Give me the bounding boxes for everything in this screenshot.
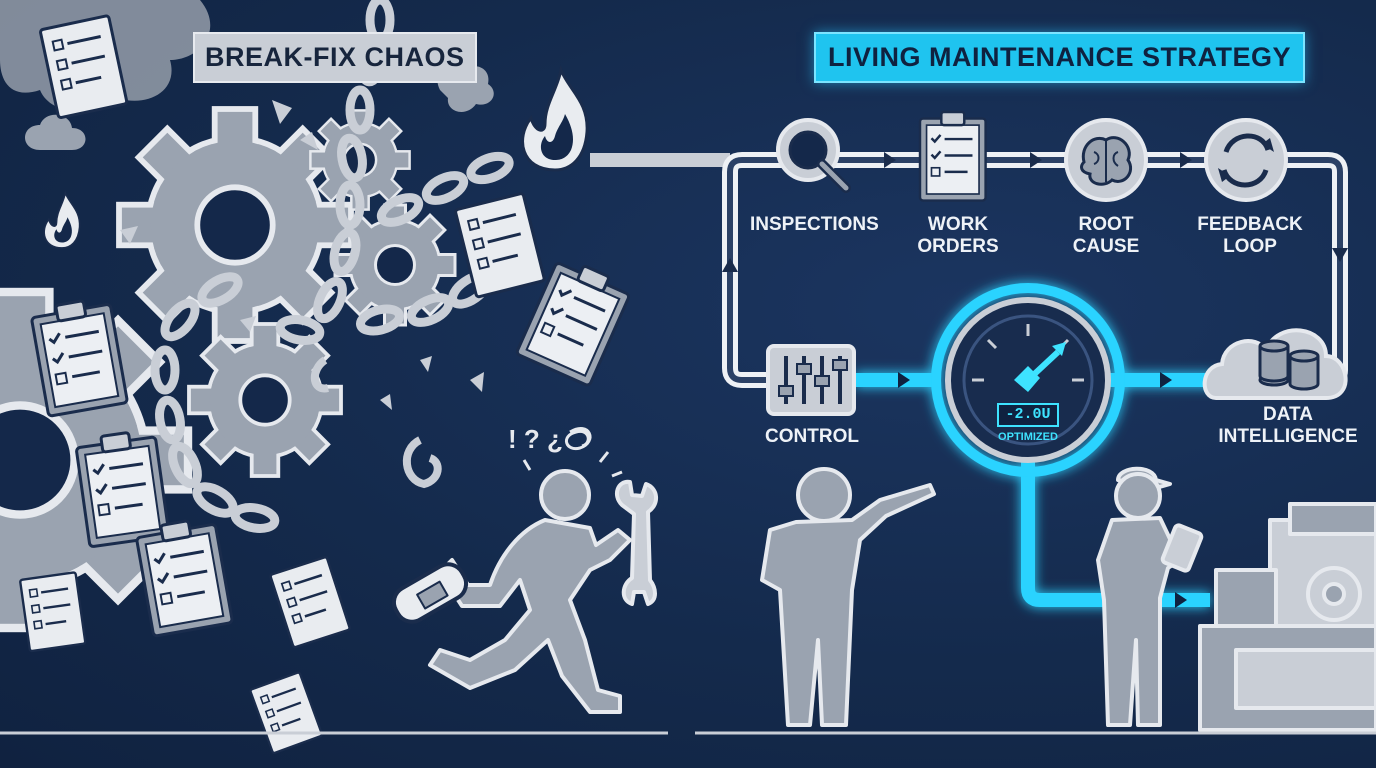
machine-icon bbox=[1198, 502, 1376, 732]
gauge-readout: -2.0U bbox=[1005, 406, 1051, 423]
flame-icon bbox=[43, 192, 81, 249]
step-label-inspections: INSPECTIONS bbox=[750, 214, 879, 235]
sliders-icon bbox=[766, 344, 856, 416]
cloud-database-icon bbox=[1202, 328, 1348, 400]
step-label-feedback-loop: FEEDBACK LOOP bbox=[1197, 214, 1303, 257]
chain bbox=[150, 0, 514, 533]
step-label-root-cause: ROOT CAUSE bbox=[1072, 214, 1140, 257]
cycle-icon bbox=[1204, 118, 1288, 202]
clipboard-icon bbox=[73, 427, 171, 549]
supervisor-figure bbox=[760, 467, 936, 727]
gear-icon bbox=[187, 322, 343, 478]
strategy-loop bbox=[695, 110, 1376, 735]
left-panel-title: BREAK-FIX CHAOS bbox=[193, 32, 477, 83]
checklist-icon bbox=[268, 555, 352, 650]
step-label-work-orders: WORK ORDERS bbox=[917, 214, 999, 257]
step-label-data-intelligence: DATA INTELLIGENCE bbox=[1218, 404, 1358, 447]
checklist-icon bbox=[248, 670, 324, 755]
chaos-scene bbox=[0, 0, 668, 755]
brain-icon bbox=[1064, 118, 1148, 202]
clipboard-icon bbox=[918, 110, 987, 202]
magnifier-icon bbox=[776, 118, 851, 193]
technician-running-figure bbox=[391, 469, 658, 714]
right-panel-title: LIVING MAINTENANCE STRATEGY bbox=[814, 32, 1306, 83]
gauge-status: OPTIMIZED bbox=[998, 431, 1058, 443]
checklist-icon bbox=[18, 571, 87, 653]
clipboard-icon bbox=[28, 294, 130, 418]
flame-icon bbox=[521, 68, 589, 172]
gauge-icon bbox=[945, 297, 1111, 463]
technician-tablet-figure bbox=[1096, 466, 1204, 727]
clipboard-icon bbox=[133, 514, 235, 638]
step-label-control: CONTROL bbox=[765, 426, 859, 447]
confusion-marks: ! ? ¿ bbox=[508, 424, 563, 454]
